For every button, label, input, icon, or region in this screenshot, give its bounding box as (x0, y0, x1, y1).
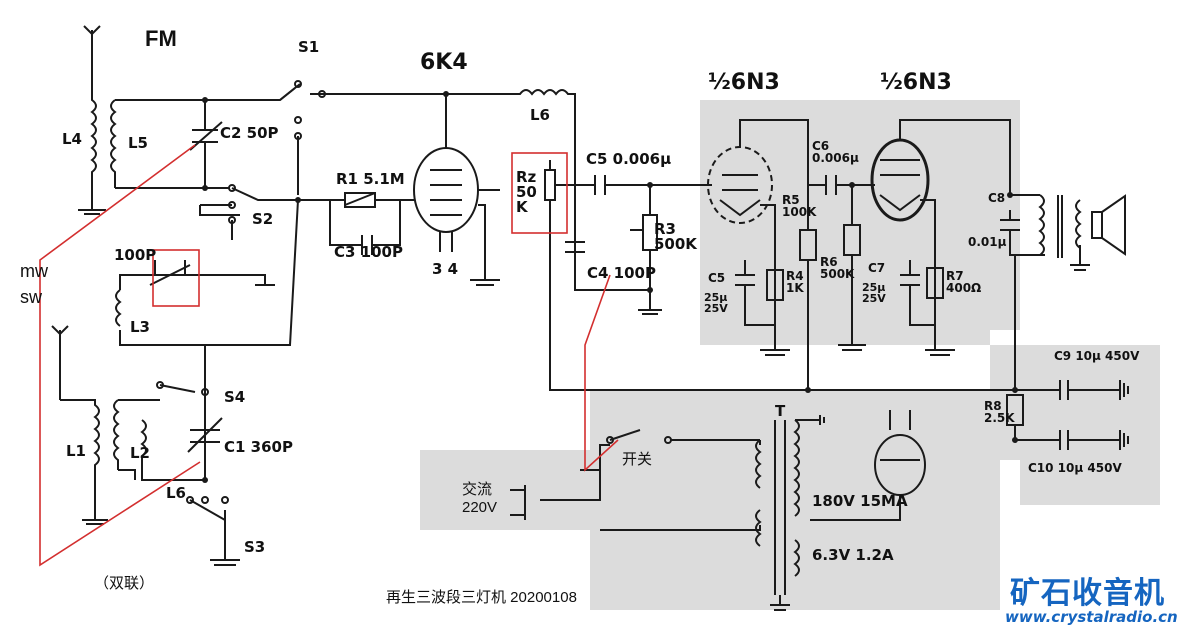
hv-winding-label: 180V 15MA (812, 492, 908, 510)
c1-label: C1 360P (224, 438, 293, 456)
l4-label: L4 (62, 130, 82, 148)
sw-label: sw (20, 287, 42, 307)
r1-label: R1 5.1M (336, 170, 405, 188)
c4-label: C4 100P (587, 264, 656, 282)
switch-label: 开关 (622, 451, 653, 468)
dual-gang-label: （双联） (94, 575, 155, 592)
l2-label: L2 (130, 444, 150, 462)
6k4-label: 6K4 (420, 50, 468, 75)
transformer-label: T (775, 402, 786, 420)
r5-label: R5 100K (782, 193, 817, 219)
c2-label: C2 50P (220, 124, 279, 142)
r6-label: R6 500K (820, 255, 855, 281)
c7-label: C7 (868, 261, 886, 275)
lv-winding-label: 6.3V 1.2A (812, 546, 894, 564)
c8-label: C8 (988, 191, 1006, 205)
vc-label: 100P (114, 246, 157, 264)
l3-label: L3 (130, 318, 150, 336)
logo-text: 矿石收音机 (1010, 576, 1165, 611)
c8-value: 0.01μ (968, 235, 1007, 249)
s3-label: S3 (244, 538, 266, 556)
diagram-caption: 再生三波段三灯机 20200108 (386, 589, 577, 606)
c3-label: C3 100P (334, 243, 403, 261)
ac-label: 交流 (462, 481, 493, 498)
rz-label: Rz 50 K (516, 168, 537, 216)
red-annotations (39, 144, 619, 567)
6n3-a-label: ½6N3 (708, 70, 780, 95)
r7-label: R7 400Ω (946, 269, 982, 295)
c5b-value: 25μ 25V (704, 291, 728, 315)
r8-label: R8 2.5K (984, 399, 1015, 425)
s4-label: S4 (224, 388, 246, 406)
s2-label: S2 (252, 210, 274, 228)
mw-label: mw (20, 261, 48, 281)
c5-label: C5 0.006μ (586, 150, 672, 168)
junction-dots (202, 91, 1018, 483)
r4-label: R4 1K (786, 269, 804, 295)
circuit-lines (51, 25, 1129, 611)
c5b-label: C5 (708, 271, 726, 285)
c9-label: C9 10μ 450V (1054, 349, 1140, 363)
c7-value: 25μ 25V (862, 281, 886, 305)
l1-label: L1 (66, 442, 86, 460)
l5-label: L5 (128, 134, 148, 152)
c10-label: C10 10μ 450V (1028, 461, 1122, 475)
c6-label: C6 0.006μ (812, 139, 859, 165)
s1-label: S1 (298, 38, 320, 56)
pins-6k4-label: 3 4 (432, 260, 459, 278)
r3-label: R3 500K (654, 220, 697, 253)
6n3-b-label: ½6N3 (880, 70, 952, 95)
logo-url: www.crystalradio.cn (1005, 608, 1178, 626)
l6-bottom-label: L6 (166, 484, 186, 502)
fm-label: FM (145, 26, 177, 51)
ac-voltage-label: 220V (462, 499, 498, 516)
l6-top-label: L6 (530, 106, 550, 124)
